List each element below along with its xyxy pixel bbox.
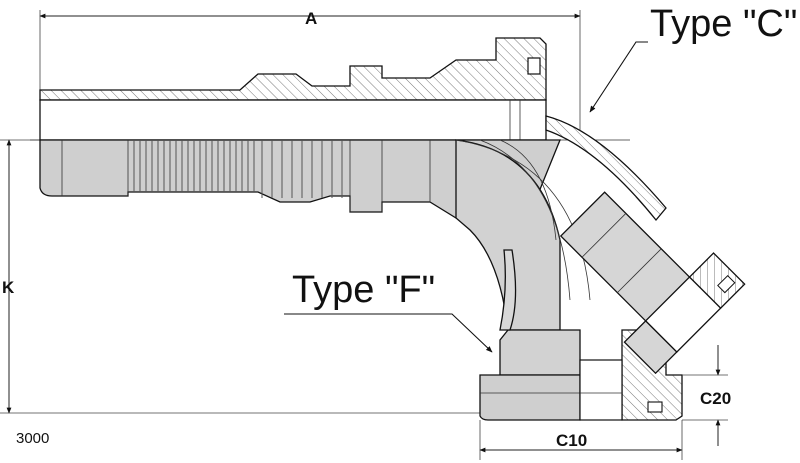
- dimension-c10: [479, 420, 683, 460]
- label-dim-c20: C20: [700, 389, 731, 408]
- label-dim-k: K: [2, 278, 15, 297]
- sleeve-bore: [39, 99, 547, 141]
- curved-sleeve-c: [545, 115, 667, 222]
- label-type-f: Type "F": [292, 269, 435, 311]
- leader-type-f: [284, 313, 493, 353]
- label-type-c: Type "C": [650, 3, 797, 45]
- sleeve-slot: [527, 57, 541, 75]
- label-dim-c10: C10: [556, 431, 587, 450]
- branch-c: [559, 191, 746, 375]
- label-dim-a: A: [305, 9, 317, 28]
- sleeve-section: [39, 37, 547, 101]
- label-series-code: 3000: [16, 430, 49, 447]
- hose-tail: [39, 139, 561, 237]
- dimension-a: [39, 10, 581, 148]
- leader-type-c: [589, 41, 648, 113]
- dimension-c20: [682, 345, 728, 446]
